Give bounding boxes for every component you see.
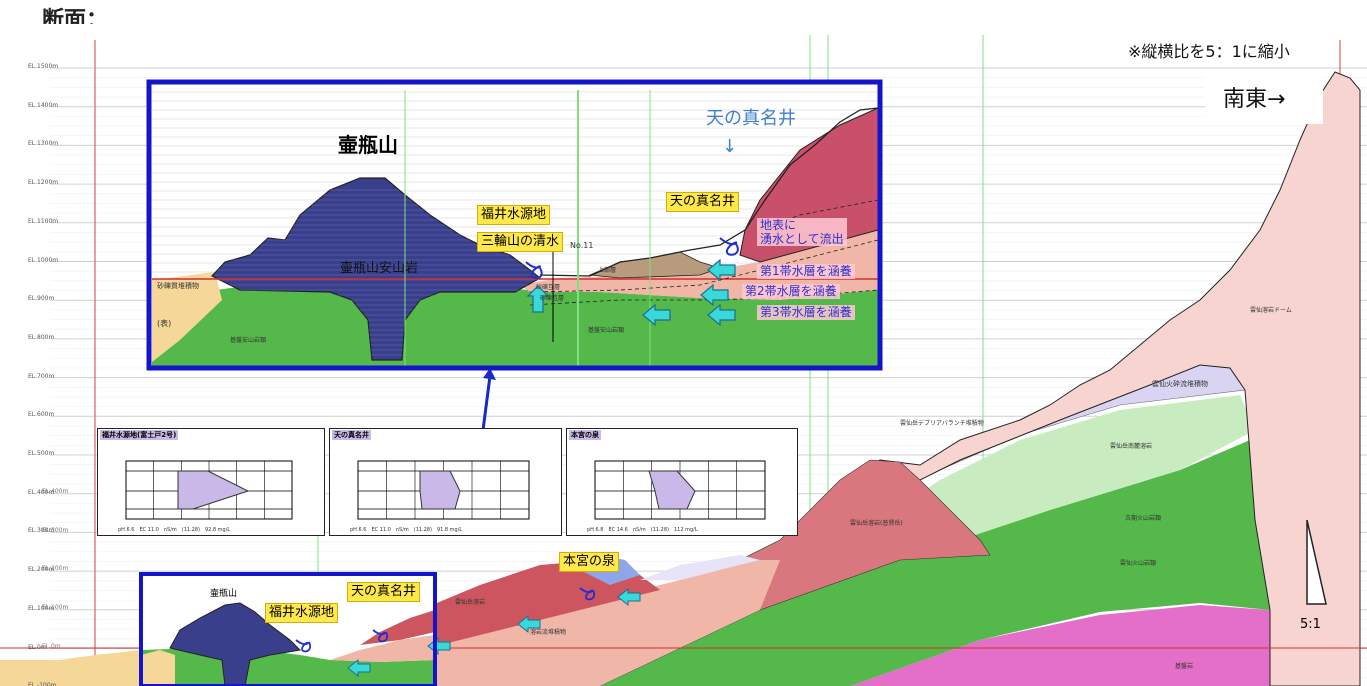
svg-text:雲仙火山岩類: 雲仙火山岩類	[1120, 559, 1156, 567]
annotation-aquifer-1: 第1帯水層を涵養	[757, 264, 855, 279]
chart-footer: pH 6.6 EC 11.0 nS/m (11.28) 92.8 mg/L	[118, 527, 231, 533]
elevation-label: EL.800m	[28, 333, 55, 341]
inset-rock-label: 壷瓶山安山岩	[340, 261, 418, 276]
callout-miwa-inset: 三輪山の清水	[477, 232, 564, 252]
chart-plot	[125, 460, 293, 520]
elevation-label: EL.-100m	[28, 682, 57, 686]
scale-triangle	[1306, 519, 1327, 605]
elevation-label: EL.400m	[28, 488, 55, 496]
pyroclastic-label: 雲仙火砕流堆積物	[1152, 379, 1208, 388]
chart-footer: pH 6.6 EC 11.0 nS/m (11.28) 91.8 mg/L	[350, 527, 463, 533]
page-title: 断面：	[42, 8, 109, 24]
elevation-label: EL.1100m	[28, 217, 59, 225]
callout-amano-bottom: 天の真名井	[347, 582, 421, 602]
svg-text:砂礫質堆積物: 砂礫質堆積物	[157, 281, 199, 290]
inset-spring-title: 天の真名井	[706, 108, 796, 129]
bottom-mountain-label: 壷瓶山	[210, 587, 237, 599]
callout-fukui-bottom: 福井水源地	[265, 603, 339, 623]
svg-text:雲仙岳溶岩(普賢岳): 雲仙岳溶岩(普賢岳)	[850, 519, 903, 527]
elevation-label: EL.700m	[28, 372, 55, 380]
dome-label: 雲仙溶岩ドーム	[1250, 306, 1292, 314]
annotation-aquifer-3: 第3帯水層を涵養	[757, 305, 855, 320]
chart-title: 福井水源地(富士戸2号)	[100, 430, 179, 440]
direction-label: 南東→	[1205, 76, 1323, 124]
secondary-elevation-label: EL.300m	[42, 526, 69, 534]
inset-mountain-label: 壷瓶山	[338, 133, 398, 157]
callout-fukui-inset: 福井水源地	[477, 205, 551, 225]
svg-text:砂礫互層: 砂礫互層	[540, 294, 564, 302]
elevation-label: EL.600m	[28, 411, 55, 419]
elevation-label: EL.500m	[28, 450, 55, 457]
svg-text:基盤安山岩類: 基盤安山岩類	[588, 326, 624, 334]
callout-hongu-bottom: 本宮の泉	[559, 552, 620, 572]
well-label: No.11	[570, 241, 593, 250]
svg-text:雲仙岳溶岩: 雲仙岳溶岩	[455, 598, 485, 606]
chart-title: 本宮の泉	[569, 430, 601, 440]
water-chart-fukui: 福井水源地(富士戸2号) pH 6.6 EC 11.0 nS/m (11.28)…	[97, 428, 325, 536]
bottom-inset-diagram	[139, 572, 641, 686]
annotation-surface-outflow: 地表に 湧水として流出	[757, 218, 847, 246]
elevation-label: EL.0m	[28, 643, 47, 651]
svg-text:上部層: 上部層	[598, 266, 616, 274]
water-chart-amano: 天の真名井 pH 6.6 EC 11.0 nS/m (11.28) 91.8 m…	[329, 428, 562, 536]
elevation-label: EL.1000m	[28, 256, 59, 264]
svg-text:基盤岩: 基盤岩	[1175, 662, 1193, 670]
water-chart-hongu: 本宮の泉 pH 6.8 EC 14.6 nS/m (11.28) 112 mg/…	[566, 428, 798, 536]
elevation-label: EL.200m	[28, 566, 55, 574]
svg-text:(表): (表)	[157, 318, 171, 328]
callout-amano-inset: 天の真名井	[666, 192, 740, 212]
svg-text:溶岩流堆積物: 溶岩流堆積物	[530, 628, 566, 636]
left-tan-layer	[0, 650, 140, 686]
elevation-label: EL.1200m	[28, 179, 59, 187]
inset-spring-arrow: ↓	[722, 136, 737, 157]
elevation-label: EL.300m	[28, 527, 55, 535]
elevation-label: EL.100m	[28, 604, 55, 612]
svg-text:砂礫互層: 砂礫互層	[536, 283, 560, 291]
svg-text:基盤安山岩類: 基盤安山岩類	[230, 336, 266, 344]
svg-text:雲仙岳南麓溶岩: 雲仙岳南麓溶岩	[1110, 442, 1152, 450]
elevation-label: EL.1500m	[28, 63, 59, 70]
chart-footer: pH 6.8 EC 14.6 nS/m (11.28) 112 mg/L	[587, 527, 698, 533]
chart-title: 天の真名井	[332, 430, 371, 440]
magenta-basement-layer	[850, 605, 1270, 686]
debris-label: 雲仙岳デブリアバランチ堆積物	[900, 419, 984, 427]
chart-plot	[594, 460, 766, 520]
secondary-elevation-label: EL.100m	[42, 604, 69, 612]
chart-plot	[357, 460, 530, 520]
elevation-label: EL.900m	[28, 295, 55, 303]
elevation-label: EL.1400m	[28, 101, 59, 109]
secondary-elevation-label: EL.200m	[42, 565, 69, 573]
secondary-elevation-label: EL.400m	[42, 488, 69, 495]
elevation-label: EL.1300m	[28, 140, 59, 148]
scale-label: 5:1	[1300, 617, 1321, 632]
bottom-red-rock	[420, 560, 660, 650]
annotation-aquifer-2: 第2帯水層を涵養	[742, 284, 840, 299]
aspect-ratio-note: ※縦横比を5：1に縮小	[1128, 42, 1290, 61]
bottom-lavender-strip	[640, 555, 760, 580]
secondary-elevation-label: EL.0m	[42, 642, 61, 650]
green-strata-layer	[600, 440, 1270, 686]
svg-text:古期火山岩類: 古期火山岩類	[1125, 514, 1161, 522]
